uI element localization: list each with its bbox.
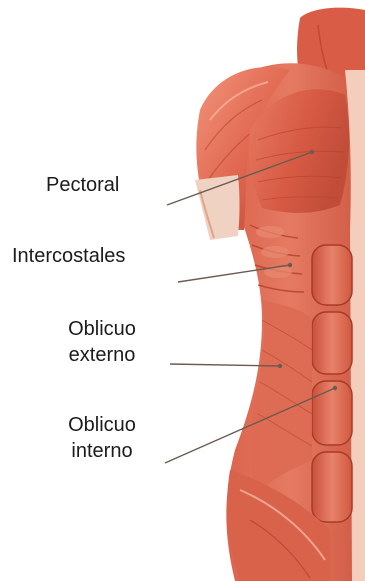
label-oblicuo-interno: Oblicuo interno <box>52 412 152 464</box>
label-intercostales: Intercostales <box>12 243 125 269</box>
rectus-abdominis <box>312 245 352 522</box>
label-oblicuo-externo: Oblicuo externo <box>52 316 152 368</box>
label-pectoral: Pectoral <box>46 172 119 198</box>
upper-arm <box>195 175 240 240</box>
